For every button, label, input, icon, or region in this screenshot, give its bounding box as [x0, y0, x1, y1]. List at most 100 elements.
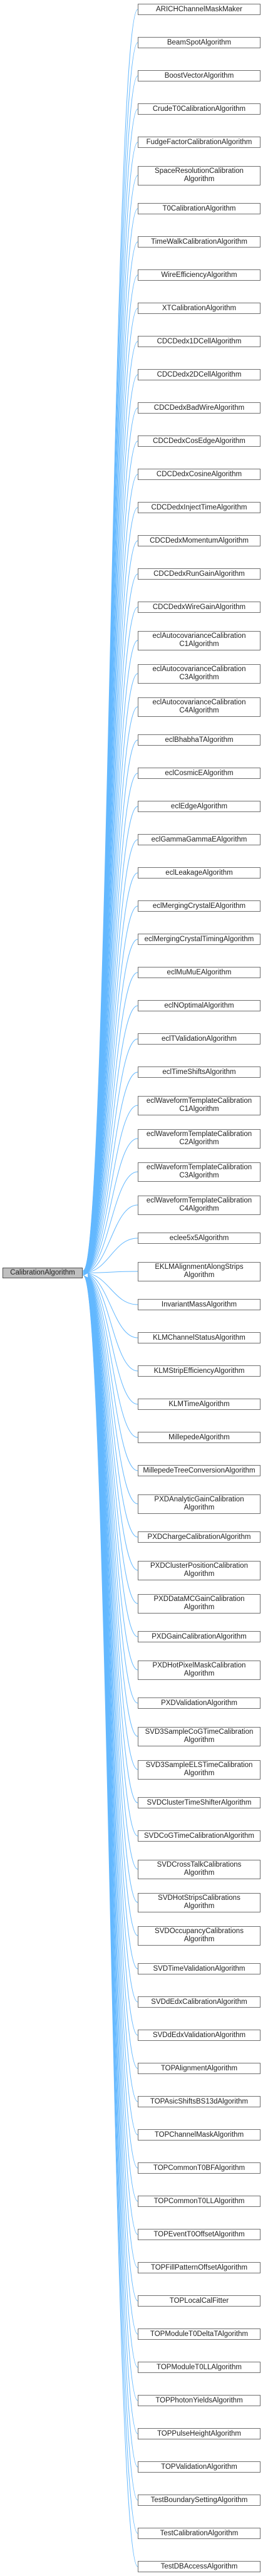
base-class-node[interactable]: CalibrationAlgorithm [3, 1268, 83, 1278]
class-node-cdcdedxwiregainalgorithm[interactable]: CDCDedxWireGainAlgorithm [138, 602, 260, 613]
edge-testcalibrationalgorithm [83, 1275, 138, 2534]
class-node-pxdhotpixelmaskcalibration-algorithm[interactable]: PXDHotPixelMaskCalibration Algorithm [138, 1660, 260, 1680]
class-node-topcommont0llalgorithm[interactable]: TOPCommonT0LLAlgorithm [138, 2196, 260, 2207]
class-node-ecltimeshiftsalgorithm[interactable]: eclTimeShiftsAlgorithm [138, 1066, 260, 1078]
edge-topphotonyieldsalgorithm [83, 1275, 138, 2401]
class-node-cdcdedxmomentumalgorithm[interactable]: CDCDedxMomentumAlgorithm [138, 535, 260, 546]
class-node-eclautocovariancecalibration-c1algorithm[interactable]: eclAutocovarianceCalibration C1Algorithm [138, 630, 260, 650]
edge-eclcosmicealgorithm [83, 773, 138, 1272]
class-node-toppulseheightalgorithm[interactable]: TOPPulseHeightAlgorithm [138, 2428, 260, 2439]
class-node-eclautocovariancecalibration-c3algorithm[interactable]: eclAutocovarianceCalibration C3Algorithm [138, 664, 260, 684]
class-node-eclgammagammaealgorithm[interactable]: eclGammaGammaEAlgorithm [138, 834, 260, 845]
edge-pxdchargecalibrationalgorithm [83, 1273, 138, 1538]
class-node-topchannelmaskalgorithm[interactable]: TOPChannelMaskAlgorithm [138, 2129, 260, 2141]
class-node-svdoccupancycalibrations-algorithm[interactable]: SVDOccupancyCalibrations Algorithm [138, 1926, 260, 1946]
edge-svd3samplecogtimecalibration-algorithm [83, 1274, 138, 1737]
class-node-millepedetreeconversionalgorithm[interactable]: MillepedeTreeConversionAlgorithm [138, 1465, 260, 1476]
edge-millepedealgorithm [83, 1273, 138, 1438]
edge-klmtimealgorithm [83, 1273, 138, 1405]
class-node-testboundarysettingalgorithm[interactable]: TestBoundarySettingAlgorithm [138, 2495, 260, 2506]
class-node-svdclustertimeshifteralgorithm[interactable]: SVDClusterTimeShifterAlgorithm [138, 1797, 260, 1808]
class-node-cdcdedxcosedgealgorithm[interactable]: CDCDedxCosEdgeAlgorithm [138, 435, 260, 447]
class-node-eclmergingcrystaltimingalgorithm[interactable]: eclMergingCrystalTimingAlgorithm [138, 934, 260, 945]
class-node-klmchannelstatusalgorithm[interactable]: KLMChannelStatusAlgorithm [138, 1332, 260, 1343]
class-node-testcalibrationalgorithm[interactable]: TestCalibrationAlgorithm [138, 2528, 260, 2539]
edge-pxdhotpixelmaskcalibration-algorithm [83, 1274, 138, 1671]
class-node-eclnoptimalalgorithm[interactable]: eclNOptimalAlgorithm [138, 1000, 260, 1011]
class-node-cdcdedxinjecttimealgorithm[interactable]: CDCDedxInjectTimeAlgorithm [138, 502, 260, 513]
class-node-eclmumuealgorithm[interactable]: eclMuMuEAlgorithm [138, 967, 260, 978]
class-node-eclwaveformtemplatecalibration-c4algorithm[interactable]: eclWaveformTemplateCalibration C4Algorit… [138, 1195, 260, 1215]
class-node-cdcdedxbadwirealgorithm[interactable]: CDCDedxBadWireAlgorithm [138, 402, 260, 414]
edge-eclbhabhatalgorithm [83, 739, 138, 1272]
class-node-cdcdedxcosinealgorithm[interactable]: CDCDedxCosineAlgorithm [138, 469, 260, 480]
class-node-cdcdedx1dcellalgorithm[interactable]: CDCDedx1DCellAlgorithm [138, 336, 260, 347]
class-node-eclee5x5algorithm[interactable]: eclee5x5Algorithm [138, 1233, 260, 1244]
edge-eclnoptimalalgorithm [83, 1005, 138, 1273]
class-node-eclcosmicealgorithm[interactable]: eclCosmicEAlgorithm [138, 768, 260, 779]
class-node-eclleakagealgorithm[interactable]: eclLeakageAlgorithm [138, 867, 260, 879]
class-node-eclbhabhatalgorithm[interactable]: eclBhabhaTAlgorithm [138, 734, 260, 746]
edge-klmstripefficiencyalgorithm [83, 1273, 138, 1372]
class-node-topasicshiftsbs13dalgorithm[interactable]: TOPAsicShiftsBS13dAlgorithm [138, 2096, 260, 2107]
edge-topalignmentalgorithm [83, 1275, 138, 2069]
class-node-toplocalcalfitter[interactable]: TOPLocalCalFitter [138, 2295, 260, 2307]
class-node-topmodulet0llalgorithm[interactable]: TOPModuleT0LLAlgorithm [138, 2362, 260, 2373]
edge-eclleakagealgorithm [83, 872, 138, 1272]
class-node-eclwaveformtemplatecalibration-c2algorithm[interactable]: eclWaveformTemplateCalibration C2Algorit… [138, 1129, 260, 1149]
edge-eclwaveformtemplatecalibration-c3algorithm [83, 1171, 138, 1273]
class-node-spaceresolutioncalibration-algorithm[interactable]: SpaceResolutionCalibration Algorithm [138, 165, 260, 185]
class-node-fudgefactorcalibrationalgorithm[interactable]: FudgeFactorCalibrationAlgorithm [138, 137, 260, 148]
class-node-svdcogtimecalibrationalgorithm[interactable]: SVDCoGTimeCalibrationAlgorithm [138, 1830, 260, 1842]
class-node-eclautocovariancecalibration-c4algorithm[interactable]: eclAutocovarianceCalibration C4Algorithm [138, 697, 260, 717]
edge-ecledgealgorithm [83, 806, 138, 1272]
edge-pxddatamcgaincalibration-algorithm [83, 1273, 138, 1604]
class-node-testdbaccessalgorithm[interactable]: TestDBAccessAlgorithm [138, 2561, 260, 2572]
class-node-ecledgealgorithm[interactable]: eclEdgeAlgorithm [138, 801, 260, 812]
class-node-eklmalignmentalongstrips-algorithm[interactable]: EKLMAlignmentAlongStrips Algorithm [138, 1261, 260, 1281]
class-node-xtcalibrationalgorithm[interactable]: XTCalibrationAlgorithm [138, 303, 260, 314]
class-node-ecltvalidationalgorithm[interactable]: eclTValidationAlgorithm [138, 1033, 260, 1045]
edge-cdcdedx1dcellalgorithm [83, 341, 138, 1271]
edge-xtcalibrationalgorithm [83, 308, 138, 1271]
class-node-topfillpatternoffsetalgorithm[interactable]: TOPFillPatternOffsetAlgorithm [138, 2262, 260, 2273]
class-node-wireefficiencyalgorithm[interactable]: WireEfficiencyAlgorithm [138, 269, 260, 281]
class-node-svddedxvalidationalgorithm[interactable]: SVDdEdxValidationAlgorithm [138, 2030, 260, 2041]
class-node-svd3samplecogtimecalibration-algorithm[interactable]: SVD3SampleCoGTimeCalibration Algorithm [138, 1726, 260, 1746]
class-node-eclwaveformtemplatecalibration-c1algorithm[interactable]: eclWaveformTemplateCalibration C1Algorit… [138, 1095, 260, 1115]
class-node-topmodulet0deltatalgorithm[interactable]: TOPModuleT0DeltaTAlgorithm [138, 2328, 260, 2340]
class-node-cdcdedx2dcellalgorithm[interactable]: CDCDedx2DCellAlgorithm [138, 369, 260, 380]
class-node-boostvectoralgorithm[interactable]: BoostVectorAlgorithm [138, 70, 260, 81]
class-node-pxdvalidationalgorithm[interactable]: PXDValidationAlgorithm [138, 1697, 260, 1709]
class-node-klmstripefficiencyalgorithm[interactable]: KLMStripEfficiencyAlgorithm [138, 1365, 260, 1377]
class-node-svdcrosstalkcalibrations-algorithm[interactable]: SVDCrossTalkCalibrations Algorithm [138, 1859, 260, 1879]
class-node-svdtimevalidationalgorithm[interactable]: SVDTimeValidationAlgorithm [138, 1963, 260, 1974]
class-node-svddedxcalibrationalgorithm[interactable]: SVDdEdxCalibrationAlgorithm [138, 1996, 260, 2008]
class-node-beamspotalgorithm[interactable]: BeamSpotAlgorithm [138, 37, 260, 48]
class-node-millepedealgorithm[interactable]: MillepedeAlgorithm [138, 1432, 260, 1443]
edge-eclwaveformtemplatecalibration-c2algorithm [83, 1138, 138, 1273]
class-node-t0calibrationalgorithm[interactable]: T0CalibrationAlgorithm [138, 203, 260, 214]
class-node-svdhotstripscalibrations-algorithm[interactable]: SVDHotStripsCalibrations Algorithm [138, 1892, 260, 1912]
class-node-pxdchargecalibrationalgorithm[interactable]: PXDChargeCalibrationAlgorithm [138, 1531, 260, 1543]
class-node-arichchannelmaskmaker[interactable]: ARICHChannelMaskMaker [138, 4, 260, 15]
class-node-pxdclusterpositioncalibration-algorithm[interactable]: PXDClusterPositionCalibration Algorithm [138, 1560, 260, 1580]
class-node-invariantmassalgorithm[interactable]: InvariantMassAlgorithm [138, 1299, 260, 1310]
class-node-pxdanalyticgaincalibration-algorithm[interactable]: PXDAnalyticGainCalibration Algorithm [138, 1494, 260, 1514]
class-node-crudet0calibrationalgorithm[interactable]: CrudeT0CalibrationAlgorithm [138, 103, 260, 115]
class-node-topphotonyieldsalgorithm[interactable]: TOPPhotonYieldsAlgorithm [138, 2395, 260, 2406]
edge-cdcdedxcosinealgorithm [83, 474, 138, 1271]
class-node-klmtimealgorithm[interactable]: KLMTimeAlgorithm [138, 1399, 260, 1410]
class-node-pxddatamcgaincalibration-algorithm[interactable]: PXDDataMCGainCalibration Algorithm [138, 1593, 260, 1614]
class-node-cdcdedxrungainalgorithm[interactable]: CDCDedxRunGainAlgorithm [138, 568, 260, 580]
class-node-eclmergingcrystalealgorithm[interactable]: eclMergingCrystalEAlgorithm [138, 900, 260, 912]
edge-millepedetreeconversionalgorithm [83, 1273, 138, 1471]
class-node-timewalkcalibrationalgorithm[interactable]: TimeWalkCalibrationAlgorithm [138, 236, 260, 248]
class-node-pxdgaincalibrationalgorithm[interactable]: PXDGainCalibrationAlgorithm [138, 1631, 260, 1642]
class-node-topvalidationalgorithm[interactable]: TOPValidationAlgorithm [138, 2461, 260, 2473]
class-node-topeventt0offsetalgorithm[interactable]: TOPEventT0OffsetAlgorithm [138, 2229, 260, 2240]
class-node-topcommont0bfalgorithm[interactable]: TOPCommonT0BFAlgorithm [138, 2162, 260, 2174]
class-node-svd3sampleelstimecalibration-algorithm[interactable]: SVD3SampleELSTimeCalibration Algorithm [138, 1760, 260, 1780]
class-node-topalignmentalgorithm[interactable]: TOPAlignmentAlgorithm [138, 2063, 260, 2074]
class-node-eclwaveformtemplatecalibration-c3algorithm[interactable]: eclWaveformTemplateCalibration C3Algorit… [138, 1162, 260, 1182]
